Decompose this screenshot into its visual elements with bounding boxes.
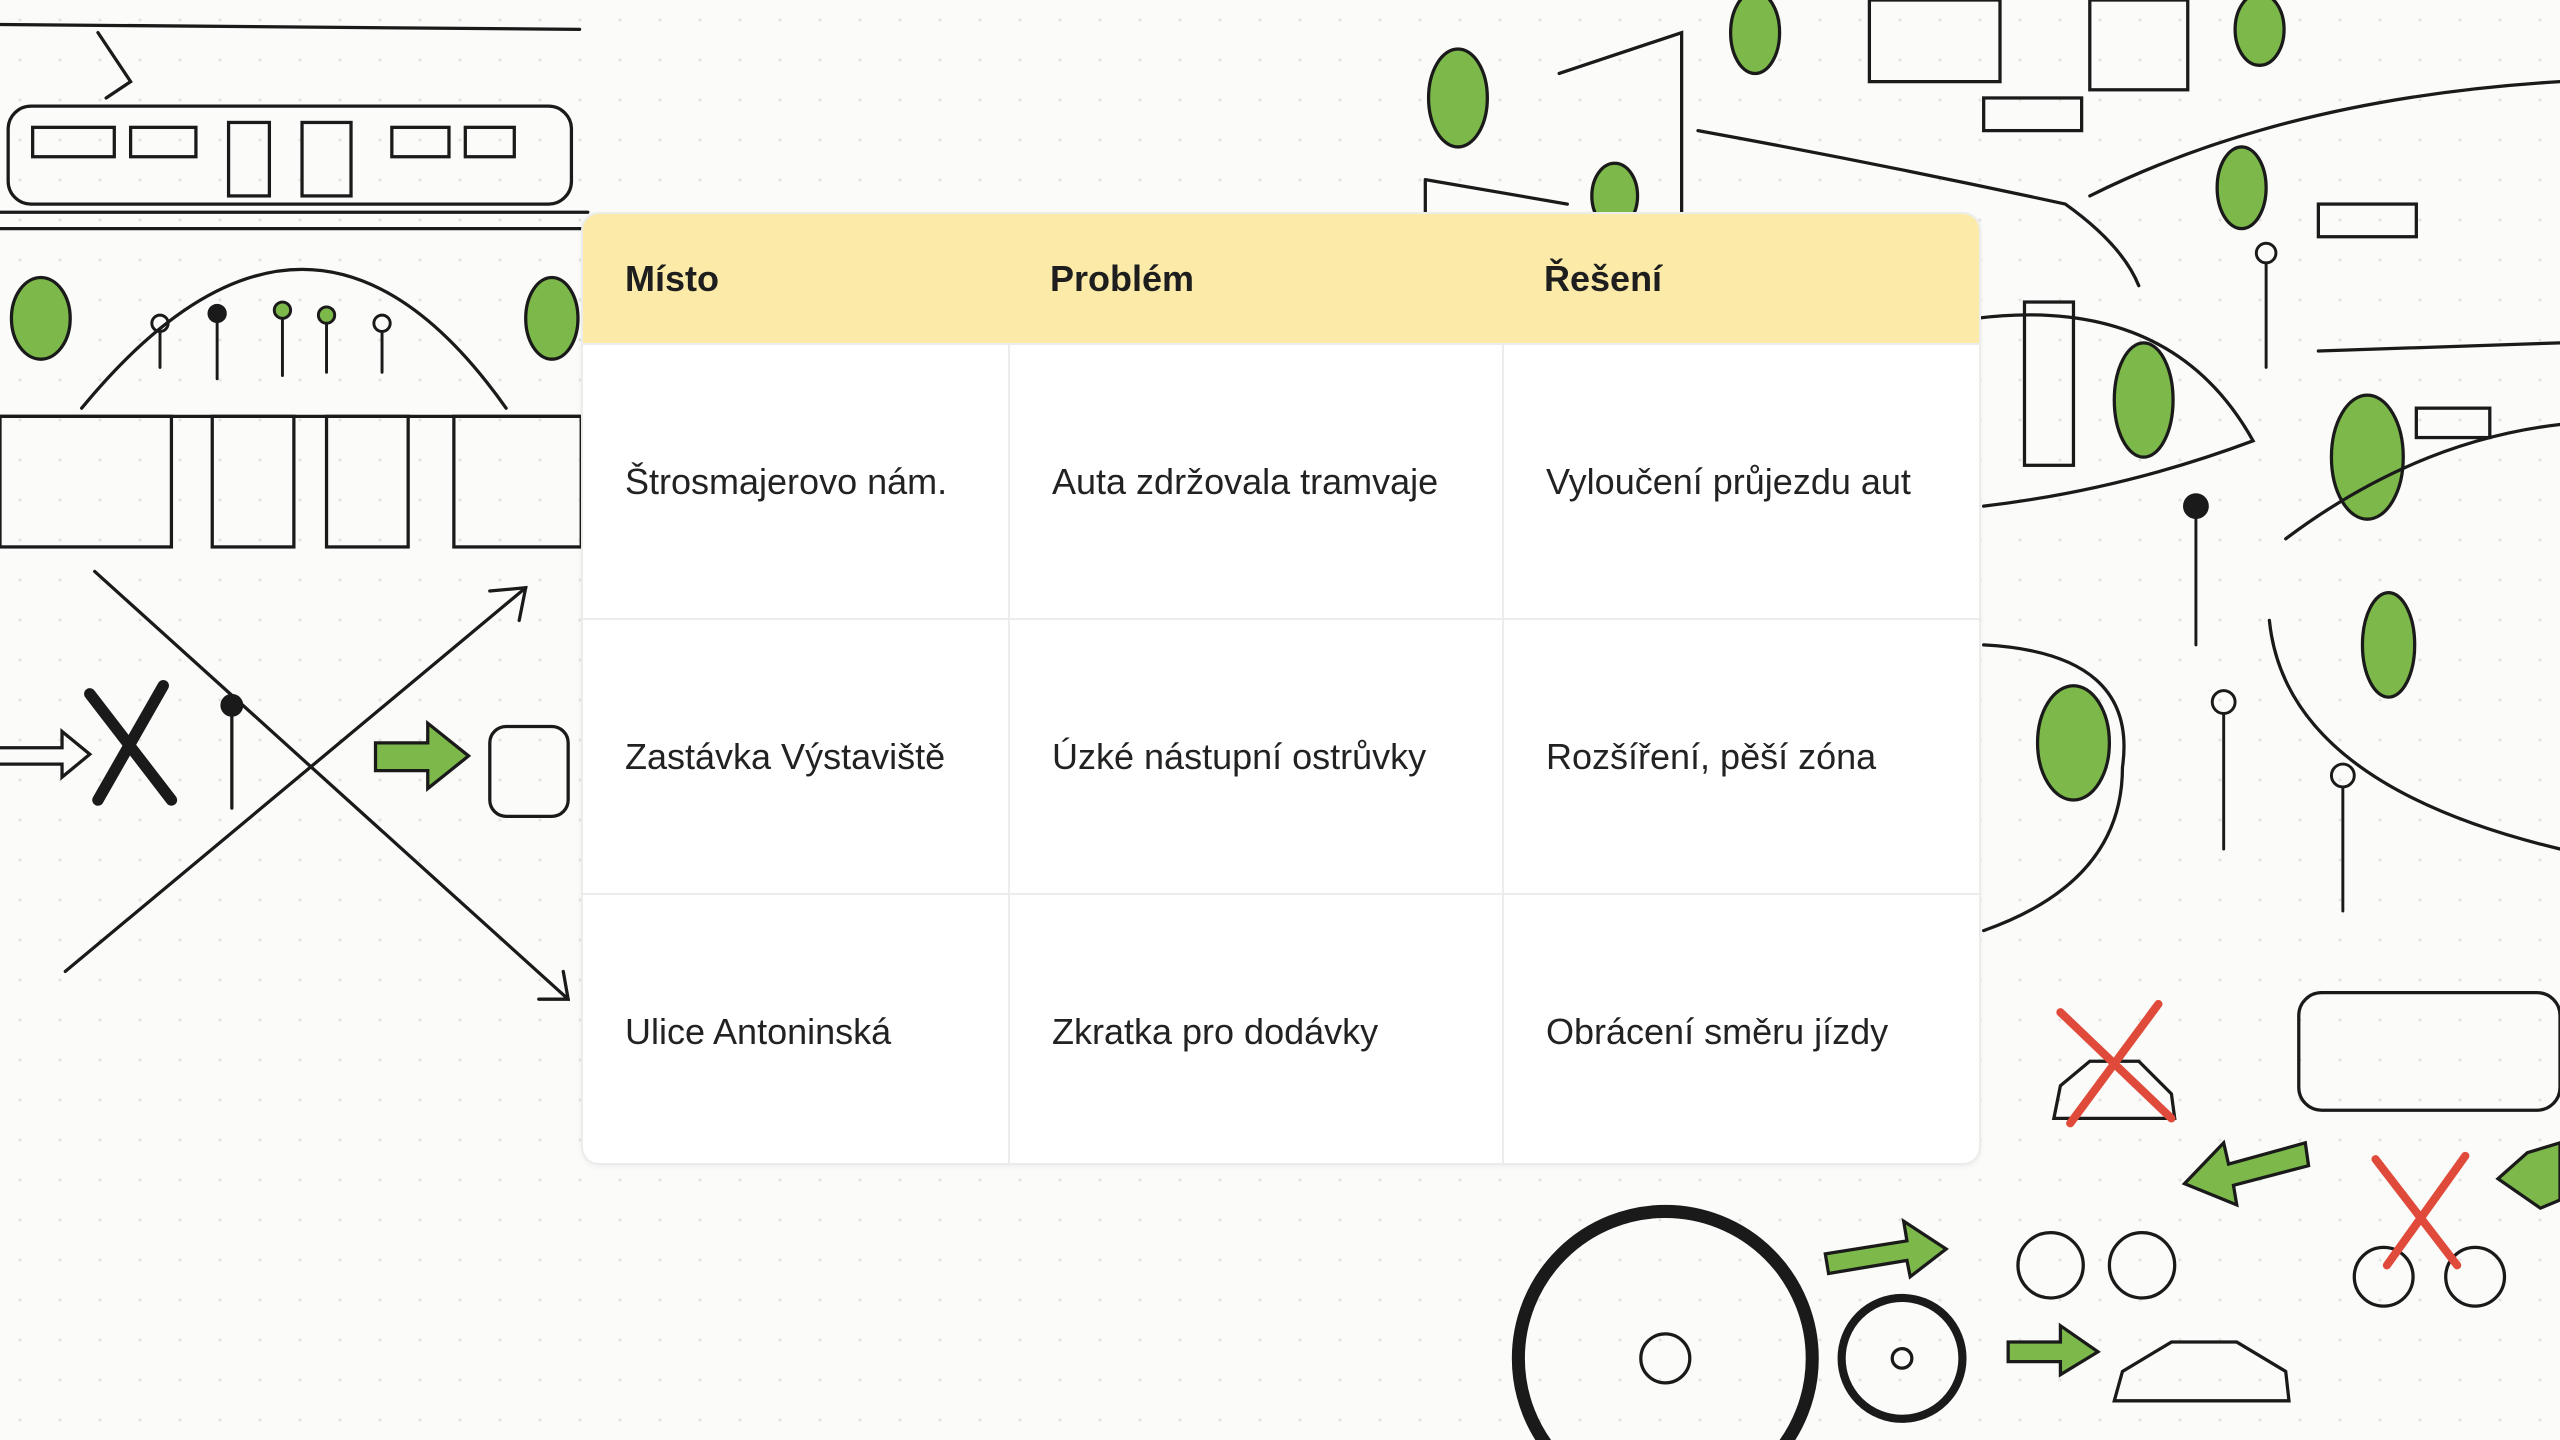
green-arrow-icon bbox=[373, 719, 472, 792]
cross-red-icon bbox=[2056, 1000, 2176, 1128]
header-misto: Místo bbox=[625, 257, 719, 299]
header-problem: Problém bbox=[1050, 257, 1195, 299]
cell-solution: Rozšíření, pěší zóna bbox=[1502, 620, 1979, 893]
map-streets bbox=[1423, 0, 2560, 933]
vehicles bbox=[1511, 991, 2560, 1440]
car-icon bbox=[2112, 1340, 2291, 1403]
wheel-small bbox=[1837, 1293, 1967, 1423]
bus-icon bbox=[2297, 991, 2560, 1112]
green-arrow-icon bbox=[2495, 1141, 2560, 1211]
cell-place: Štrosmajerovo nám. bbox=[625, 460, 948, 502]
cell-problem: Zkratka pro dodávky bbox=[1008, 895, 1502, 1163]
cell-problem: Auta zdržovala tramvaje bbox=[1008, 345, 1502, 618]
cell-solution: Obrácení směru jízdy bbox=[1502, 895, 1979, 1163]
green-arrow-icon bbox=[2006, 1322, 2101, 1378]
bicycle-wheel bbox=[2016, 1231, 2085, 1300]
tree-icons bbox=[9, 0, 2417, 802]
people-icons bbox=[150, 300, 392, 381]
cell-place: Zastávka Výstaviště bbox=[625, 735, 946, 777]
comparison-table: Místo Problém Řešení Štrosmajerovo nám. … bbox=[581, 212, 1981, 1165]
table-header: Místo Problém Řešení bbox=[583, 214, 1979, 343]
bus-icon bbox=[488, 724, 570, 818]
cell-problem: Úzké nástupní ostrůvky bbox=[1008, 620, 1502, 893]
green-arrow-icon bbox=[1823, 1217, 1949, 1280]
people-map bbox=[2183, 241, 2356, 913]
x-mark-icon bbox=[84, 680, 178, 806]
bridge-illustration bbox=[0, 267, 583, 549]
wheel-large bbox=[1511, 1204, 1819, 1440]
table-row: Ulice Antoninská Zkratka pro dodávky Obr… bbox=[583, 893, 1979, 1163]
table-row: Zastávka Výstaviště Úzké nástupní ostrův… bbox=[583, 618, 1979, 893]
cell-solution: Vyloučení průjezdu aut bbox=[1502, 345, 1979, 618]
cell-place: Ulice Antoninská bbox=[625, 1010, 892, 1052]
tram-illustration bbox=[0, 22, 590, 231]
green-arrow-icon bbox=[2181, 1139, 2311, 1208]
crossing-arrows bbox=[0, 569, 571, 1001]
header-reseni: Řešení bbox=[1544, 257, 1663, 299]
table-row: Štrosmajerovo nám. Auta zdržovala tramva… bbox=[583, 343, 1979, 618]
